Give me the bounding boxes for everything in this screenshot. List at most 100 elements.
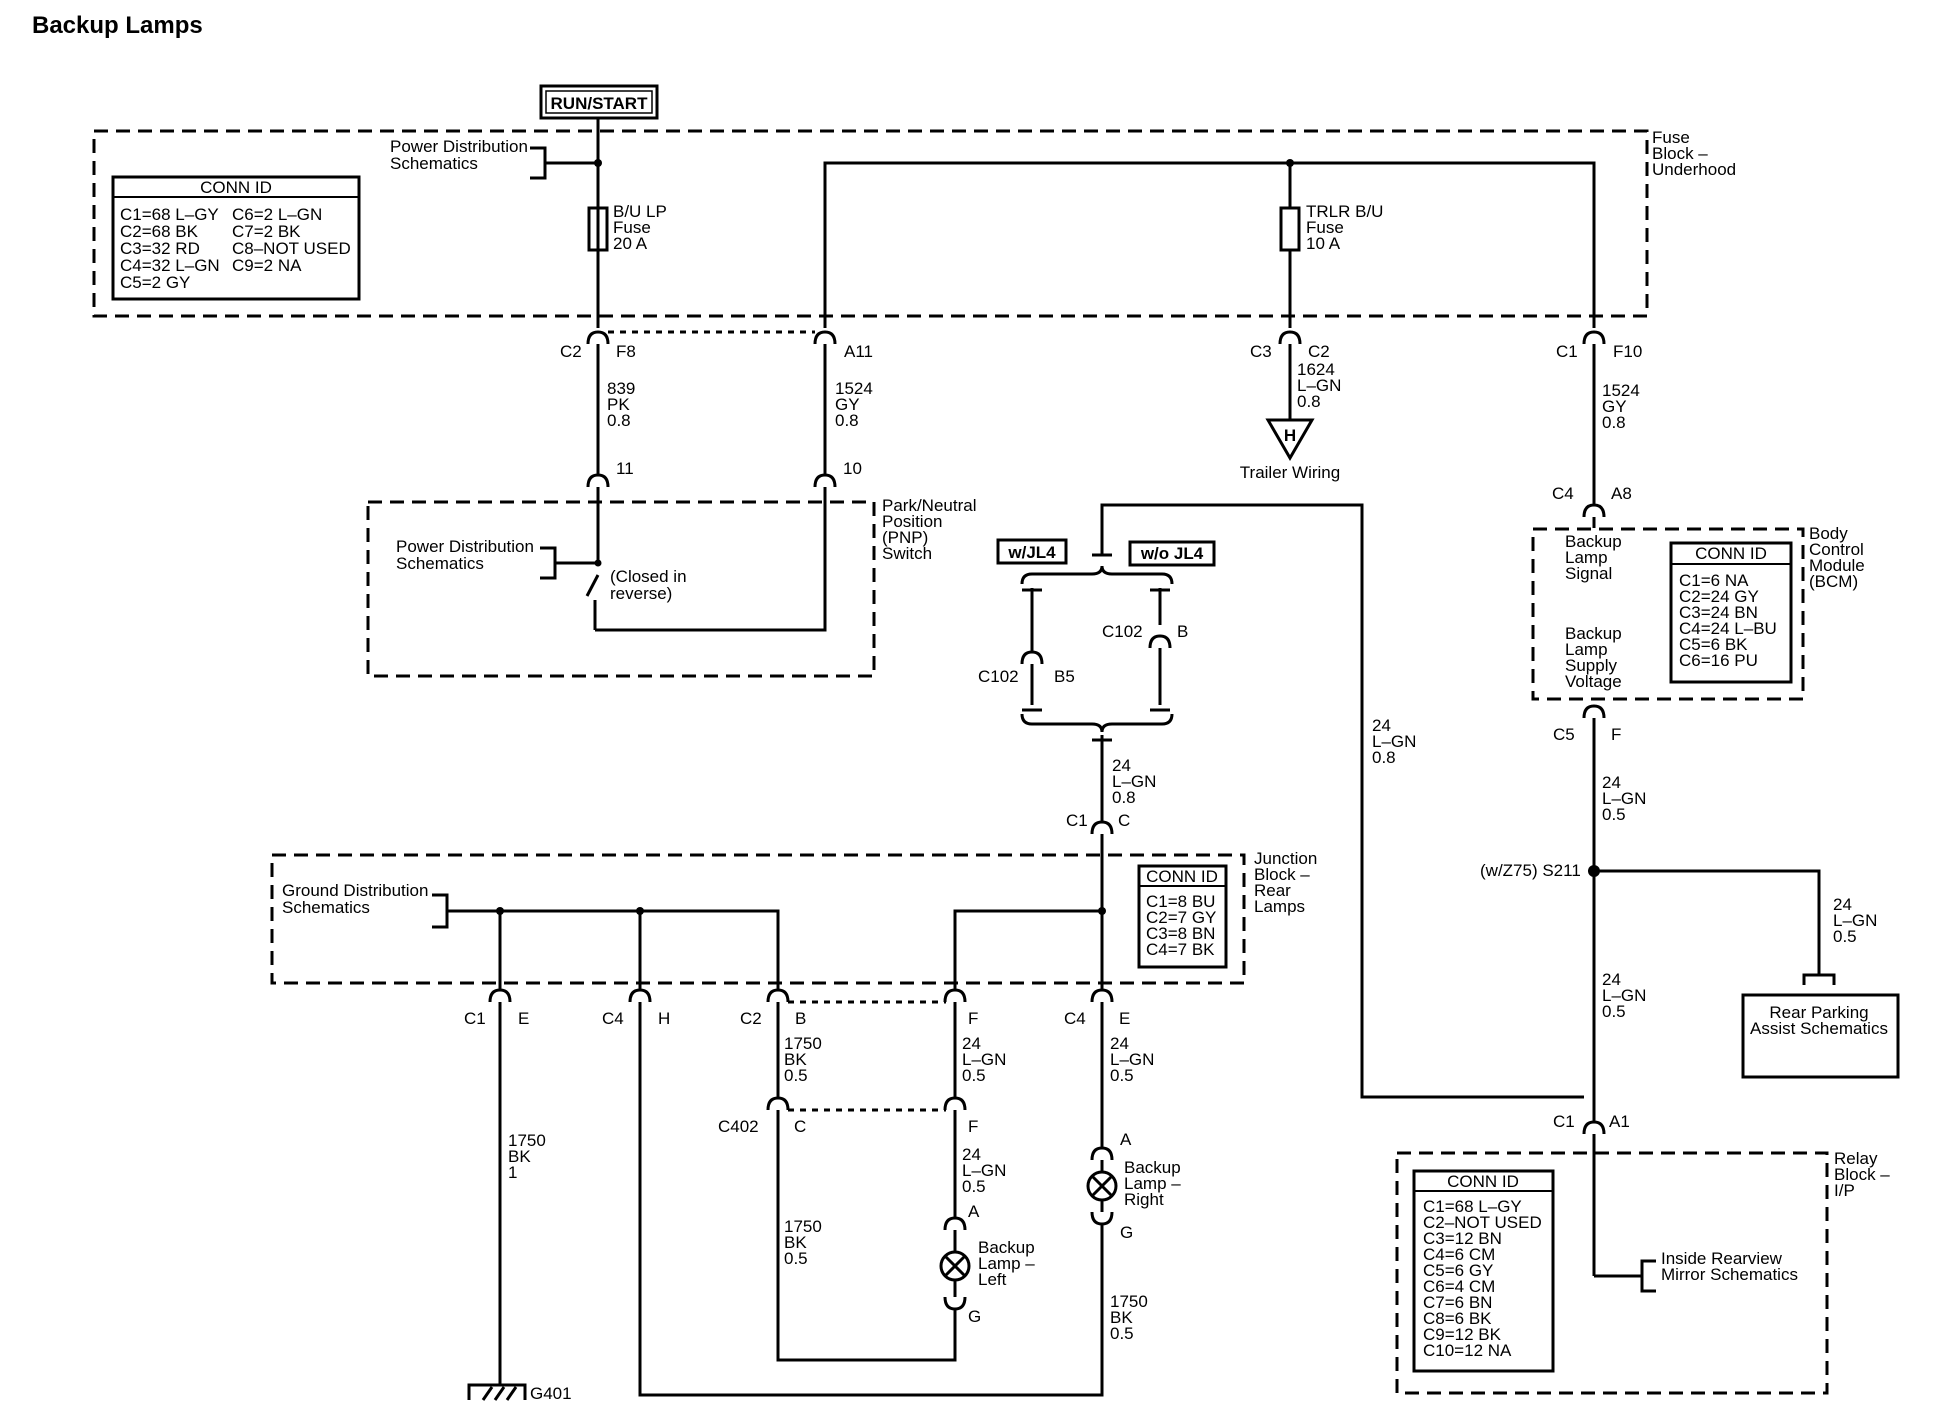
wire-1750-a-label: 1750 BK 0.5 xyxy=(784,1034,822,1085)
wire-24-e-label: 24 L–GN 0.8 xyxy=(1372,716,1416,767)
svg-text:F8: F8 xyxy=(616,342,636,361)
svg-text:C6=2 L–GN: C6=2 L–GN xyxy=(232,205,322,224)
svg-text:Backup: Backup xyxy=(1565,624,1622,643)
svg-text:Signal: Signal xyxy=(1565,564,1612,583)
connector-c102-b: C102 B xyxy=(1102,622,1188,705)
pin-g-left: G xyxy=(968,1307,981,1326)
svg-text:w/JL4: w/JL4 xyxy=(1007,543,1056,562)
wire-24-g-label: 24 L–GN 0.5 xyxy=(1110,1034,1154,1085)
svg-text:Rear Parking: Rear Parking xyxy=(1769,1003,1868,1022)
w-jl4-option: w/JL4 xyxy=(996,538,1068,565)
svg-text:24: 24 xyxy=(962,1145,981,1164)
power-distribution-label-1: Power Distribution Schematics xyxy=(390,137,528,173)
svg-text:B: B xyxy=(795,1009,806,1028)
svg-text:C3=24 BN: C3=24 BN xyxy=(1679,603,1758,622)
diagram-title: Backup Lamps xyxy=(32,12,203,39)
svg-text:C1=8 BU: C1=8 BU xyxy=(1146,892,1215,911)
svg-text:Schematics: Schematics xyxy=(282,898,370,917)
svg-text:0.8: 0.8 xyxy=(1372,748,1396,767)
pnp-label: Park/Neutral Position (PNP) Switch xyxy=(882,496,976,563)
pin-a-left: A xyxy=(968,1202,980,1221)
connector-c1-c: C1 C xyxy=(1066,811,1130,990)
svg-text:C4: C4 xyxy=(1064,1009,1086,1028)
svg-text:0.5: 0.5 xyxy=(1833,927,1857,946)
svg-text:0.5: 0.5 xyxy=(784,1249,808,1268)
svg-text:w/o JL4: w/o JL4 xyxy=(1140,544,1204,563)
svg-text:Mirror Schematics: Mirror Schematics xyxy=(1661,1265,1798,1284)
svg-text:L–GN: L–GN xyxy=(1297,376,1341,395)
svg-text:0.8: 0.8 xyxy=(1602,413,1626,432)
svg-text:TRLR B/U: TRLR B/U xyxy=(1306,202,1383,221)
svg-text:Backup: Backup xyxy=(1565,532,1622,551)
svg-text:1750: 1750 xyxy=(784,1217,822,1236)
svg-text:C3=32 RD: C3=32 RD xyxy=(120,239,200,258)
svg-text:24: 24 xyxy=(1602,773,1621,792)
splice-s211-label: (w/Z75) S211 xyxy=(1480,861,1581,880)
connector-pnp-10: 10 xyxy=(813,459,862,500)
ground-distribution-label: Ground Distribution Schematics xyxy=(282,881,428,917)
connector-c402-f: F xyxy=(943,1096,978,1218)
svg-text:Block –: Block – xyxy=(1834,1165,1890,1184)
svg-text:GY: GY xyxy=(835,395,860,414)
svg-text:E: E xyxy=(518,1009,529,1028)
connector-c1-f10: C1 F10 xyxy=(1556,330,1642,505)
svg-text:C102: C102 xyxy=(978,667,1019,686)
wire-1750-b-label: 1750 BK 0.5 xyxy=(784,1217,822,1268)
svg-text:BK: BK xyxy=(784,1233,807,1252)
svg-text:C8=6 BK: C8=6 BK xyxy=(1423,1309,1492,1328)
svg-text:Backup: Backup xyxy=(978,1238,1035,1257)
svg-text:Power Distribution: Power Distribution xyxy=(390,137,528,156)
fuse-block-conn-id: CONN ID C1=68 L–GY C2=68 BK C3=32 RD C4=… xyxy=(111,175,361,301)
connector-c1-e: C1 E xyxy=(464,988,529,1385)
svg-text:C5: C5 xyxy=(1553,725,1575,744)
svg-text:1750: 1750 xyxy=(508,1131,546,1150)
bcm-box xyxy=(1531,527,1805,701)
svg-text:10: 10 xyxy=(843,459,862,478)
svg-text:Junction: Junction xyxy=(1254,849,1317,868)
svg-text:Schematics: Schematics xyxy=(390,154,478,173)
svg-text:C1=6 NA: C1=6 NA xyxy=(1679,571,1749,590)
trlr-fuse-label: TRLR B/U Fuse 10 A xyxy=(1306,202,1383,253)
connector-f: F xyxy=(943,988,978,1098)
svg-text:H: H xyxy=(658,1009,670,1028)
svg-text:24: 24 xyxy=(1602,970,1621,989)
backup-lamp-left-icon xyxy=(939,1216,971,1311)
svg-text:0.5: 0.5 xyxy=(1110,1066,1134,1085)
svg-text:1624: 1624 xyxy=(1297,360,1335,379)
svg-text:CONN ID: CONN ID xyxy=(1146,867,1218,886)
pin-g-right: G xyxy=(1120,1223,1133,1242)
svg-text:Lamp: Lamp xyxy=(1565,548,1608,567)
svg-text:L–GN: L–GN xyxy=(1372,732,1416,751)
svg-text:BK: BK xyxy=(1110,1308,1133,1327)
svg-text:C6=16 PU: C6=16 PU xyxy=(1679,651,1758,670)
ground-g401-label: G401 xyxy=(530,1384,572,1403)
wire-1624-label: 1624 L–GN 0.8 xyxy=(1297,360,1341,411)
wire-24-c-label: 24 L–GN 0.5 xyxy=(1602,970,1646,1021)
svg-text:Body: Body xyxy=(1809,524,1848,543)
svg-text:Position: Position xyxy=(882,512,942,531)
bcm-conn-id: CONN ID C1=6 NA C2=24 GY C3=24 BN C4=24 … xyxy=(1669,541,1793,684)
svg-text:C4=32 L–GN: C4=32 L–GN xyxy=(120,256,220,275)
svg-text:Power Distribution: Power Distribution xyxy=(396,537,534,556)
svg-text:C4=7 BK: C4=7 BK xyxy=(1146,940,1215,959)
svg-text:1750: 1750 xyxy=(784,1034,822,1053)
fuse-block-label: Fuse Block – Underhood xyxy=(1652,128,1736,179)
junction-block-rear-lamps xyxy=(270,853,1246,985)
svg-text:24: 24 xyxy=(962,1034,981,1053)
backup-lamp-right-icon xyxy=(1086,1146,1118,1226)
svg-text:CONN ID: CONN ID xyxy=(1447,1172,1519,1191)
trlr-fuse-icon xyxy=(1279,206,1301,252)
svg-text:C1=68 L–GY: C1=68 L–GY xyxy=(1423,1197,1522,1216)
power-dist-bracket-1 xyxy=(530,146,547,180)
svg-text:C1=68 L–GY: C1=68 L–GY xyxy=(120,205,219,224)
bcm-signal-label: Backup Lamp Signal xyxy=(1565,532,1622,583)
svg-text:Right: Right xyxy=(1124,1190,1164,1209)
svg-text:C102: C102 xyxy=(1102,622,1143,641)
wire-24-b-label: 24 L–GN 0.5 xyxy=(1833,895,1877,946)
svg-text:CONN ID: CONN ID xyxy=(1695,544,1767,563)
svg-text:L–GN: L–GN xyxy=(1110,1050,1154,1069)
svg-text:Trailer Wiring: Trailer Wiring xyxy=(1240,463,1340,482)
svg-text:L–GN: L–GN xyxy=(1602,986,1646,1005)
svg-text:C2: C2 xyxy=(560,342,582,361)
svg-text:C1: C1 xyxy=(1556,342,1578,361)
